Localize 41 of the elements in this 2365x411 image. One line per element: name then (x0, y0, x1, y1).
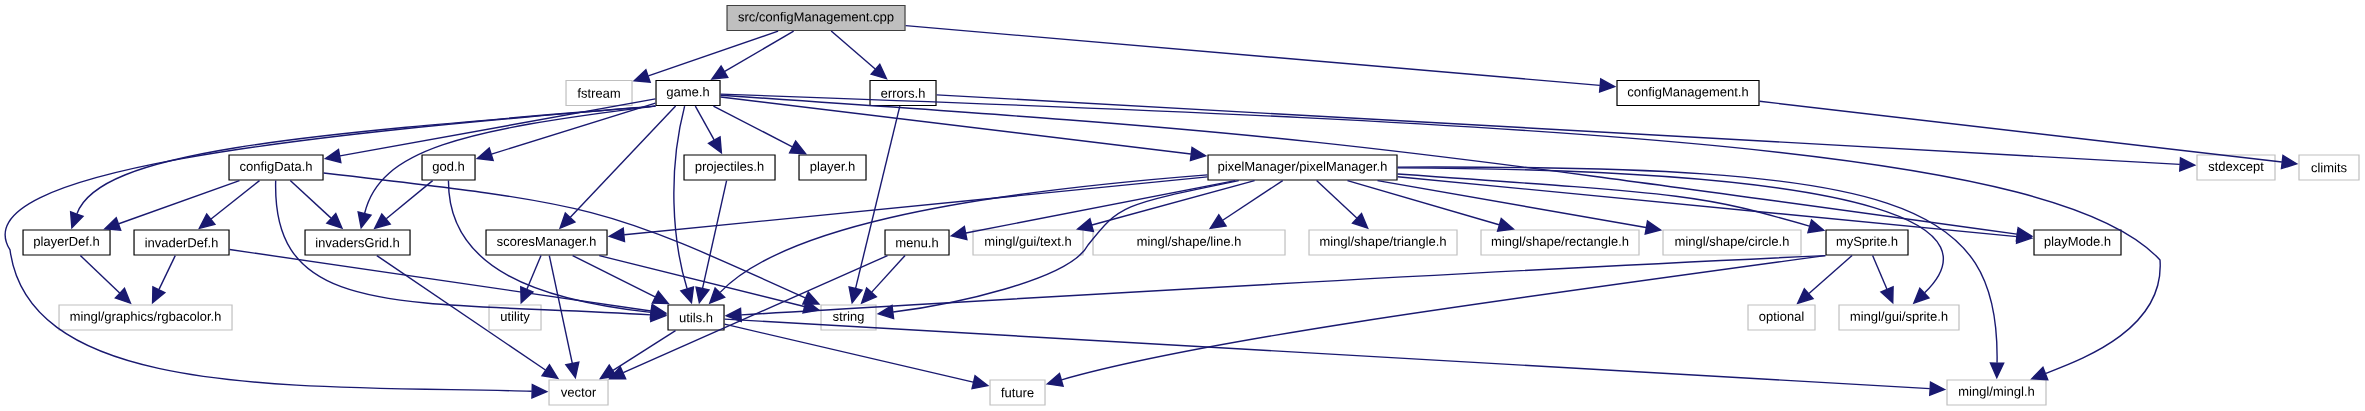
file-box: mingl/shape/triangle.h (1308, 229, 1458, 256)
file-box: mingl/mingl.h (1946, 379, 2047, 406)
file-box: invaderDef.h (133, 229, 230, 256)
arrow (608, 254, 889, 380)
file-box: menu.h (884, 229, 950, 256)
file-box: playerDef.h (22, 229, 111, 256)
file-box: mingl/shape/rectangle.h (1480, 229, 1640, 256)
file-box: scoresManager.h (485, 229, 608, 256)
file-box: utility (488, 304, 542, 331)
file-box: utils.h (667, 304, 725, 331)
file-box: future (989, 379, 1046, 406)
file-box: fstream (565, 79, 633, 107)
file-box: playMode.h (2033, 229, 2122, 256)
file-box: mingl/graphics/rgbacolor.h (58, 304, 233, 331)
file-box: mingl/gui/text.h (972, 229, 1084, 256)
arrow (830, 30, 888, 80)
file-box: pixelManager/pixelManager.h (1207, 154, 1398, 181)
file-box: invadersGrid.h (304, 229, 411, 256)
file-box: configData.h (228, 154, 324, 181)
arrow (571, 254, 670, 305)
file-box: climits (2298, 154, 2360, 181)
arrow (719, 93, 2161, 381)
file-box: errors.h (869, 79, 937, 107)
file-box: projectiles.h (683, 154, 776, 181)
arrow (599, 329, 677, 380)
file-box: vector (548, 379, 609, 406)
file-box: player.h (798, 154, 867, 181)
file-box: src/configManagement.cpp (726, 4, 906, 32)
file-box: configManagement.h (1616, 79, 1760, 107)
arrow (1076, 179, 1256, 233)
arrow (1346, 179, 1515, 232)
arrow (4, 105, 657, 399)
file-box: mySprite.h (1825, 229, 1909, 256)
file-box: mingl/gui/sprite.h (1838, 304, 1960, 331)
file-box: game.h (655, 79, 721, 107)
file-box: mingl/shape/circle.h (1662, 229, 1802, 256)
file-box: string (820, 304, 877, 331)
file-box: mingl/shape/line.h (1092, 229, 1286, 256)
file-box: god.h (421, 154, 476, 181)
file-box: stdexcept (2196, 154, 2276, 181)
file-box: optional (1747, 304, 1816, 331)
